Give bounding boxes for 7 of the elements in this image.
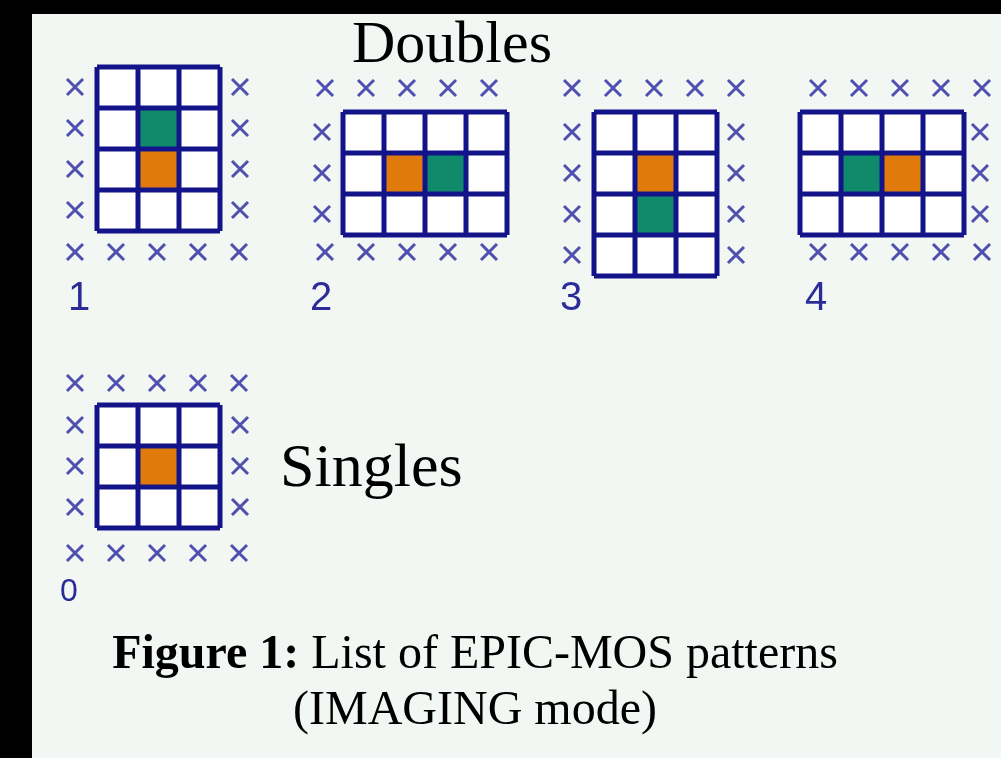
pattern-number: 3 bbox=[560, 276, 583, 316]
pattern-number: 4 bbox=[805, 276, 828, 316]
figure-caption: Figure 1: List of EPIC-MOS patterns (IMAGING mode) bbox=[111, 624, 839, 736]
group-title: Doubles bbox=[352, 12, 552, 72]
pattern-number: 1 bbox=[68, 276, 91, 316]
pattern-number: 0 bbox=[60, 574, 78, 606]
pattern-number: 2 bbox=[310, 276, 333, 316]
